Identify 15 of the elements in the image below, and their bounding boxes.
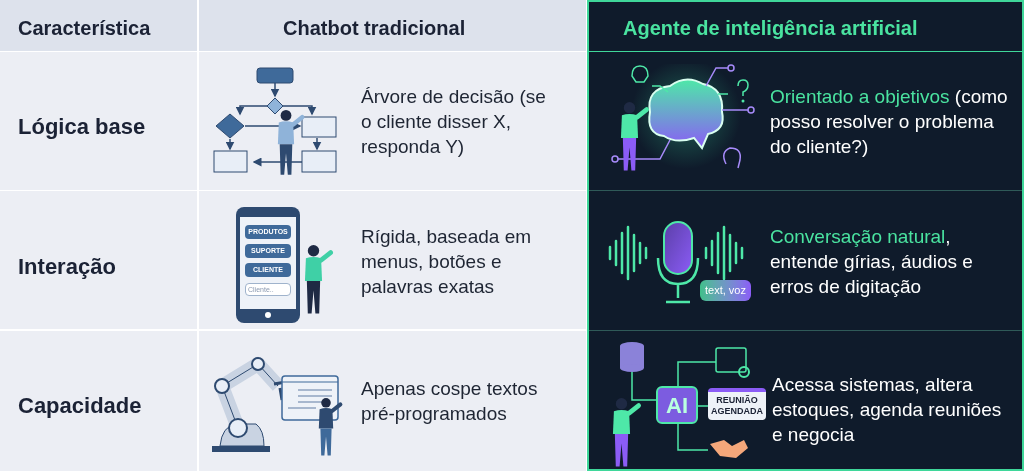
- calendar-card: REUNIÃO AGENDADA: [708, 388, 766, 420]
- cell-text: Apenas cospe textos pré-programados: [361, 377, 539, 426]
- column-header: Característica: [18, 16, 151, 41]
- cell-text: Árvore de decisão (se o cliente disser X, responda Y): [361, 85, 546, 159]
- speech-bubble: text, voz: [700, 280, 751, 301]
- row-header: Capacidade: [18, 392, 142, 420]
- cell-text: Acessa sistemas, altera estoques, agenda reuniões e negocia: [772, 373, 1003, 447]
- cell-text: Rígida, baseada em menus, botões e palavras exatas: [361, 225, 533, 299]
- cell-text: Conversação natural, entende gírias, áudios e erros de digitação: [770, 225, 974, 299]
- column-header: Chatbot tradicional: [283, 16, 466, 41]
- row-header: Lógica base: [18, 113, 146, 141]
- ai-chip: AI: [656, 386, 698, 424]
- row-header: Interação: [18, 253, 116, 281]
- column-header: Agente de inteligência artificial: [623, 16, 918, 41]
- cell-text: Orientado a objetivos (como posso resolver o problema do cliente?): [770, 85, 1009, 159]
